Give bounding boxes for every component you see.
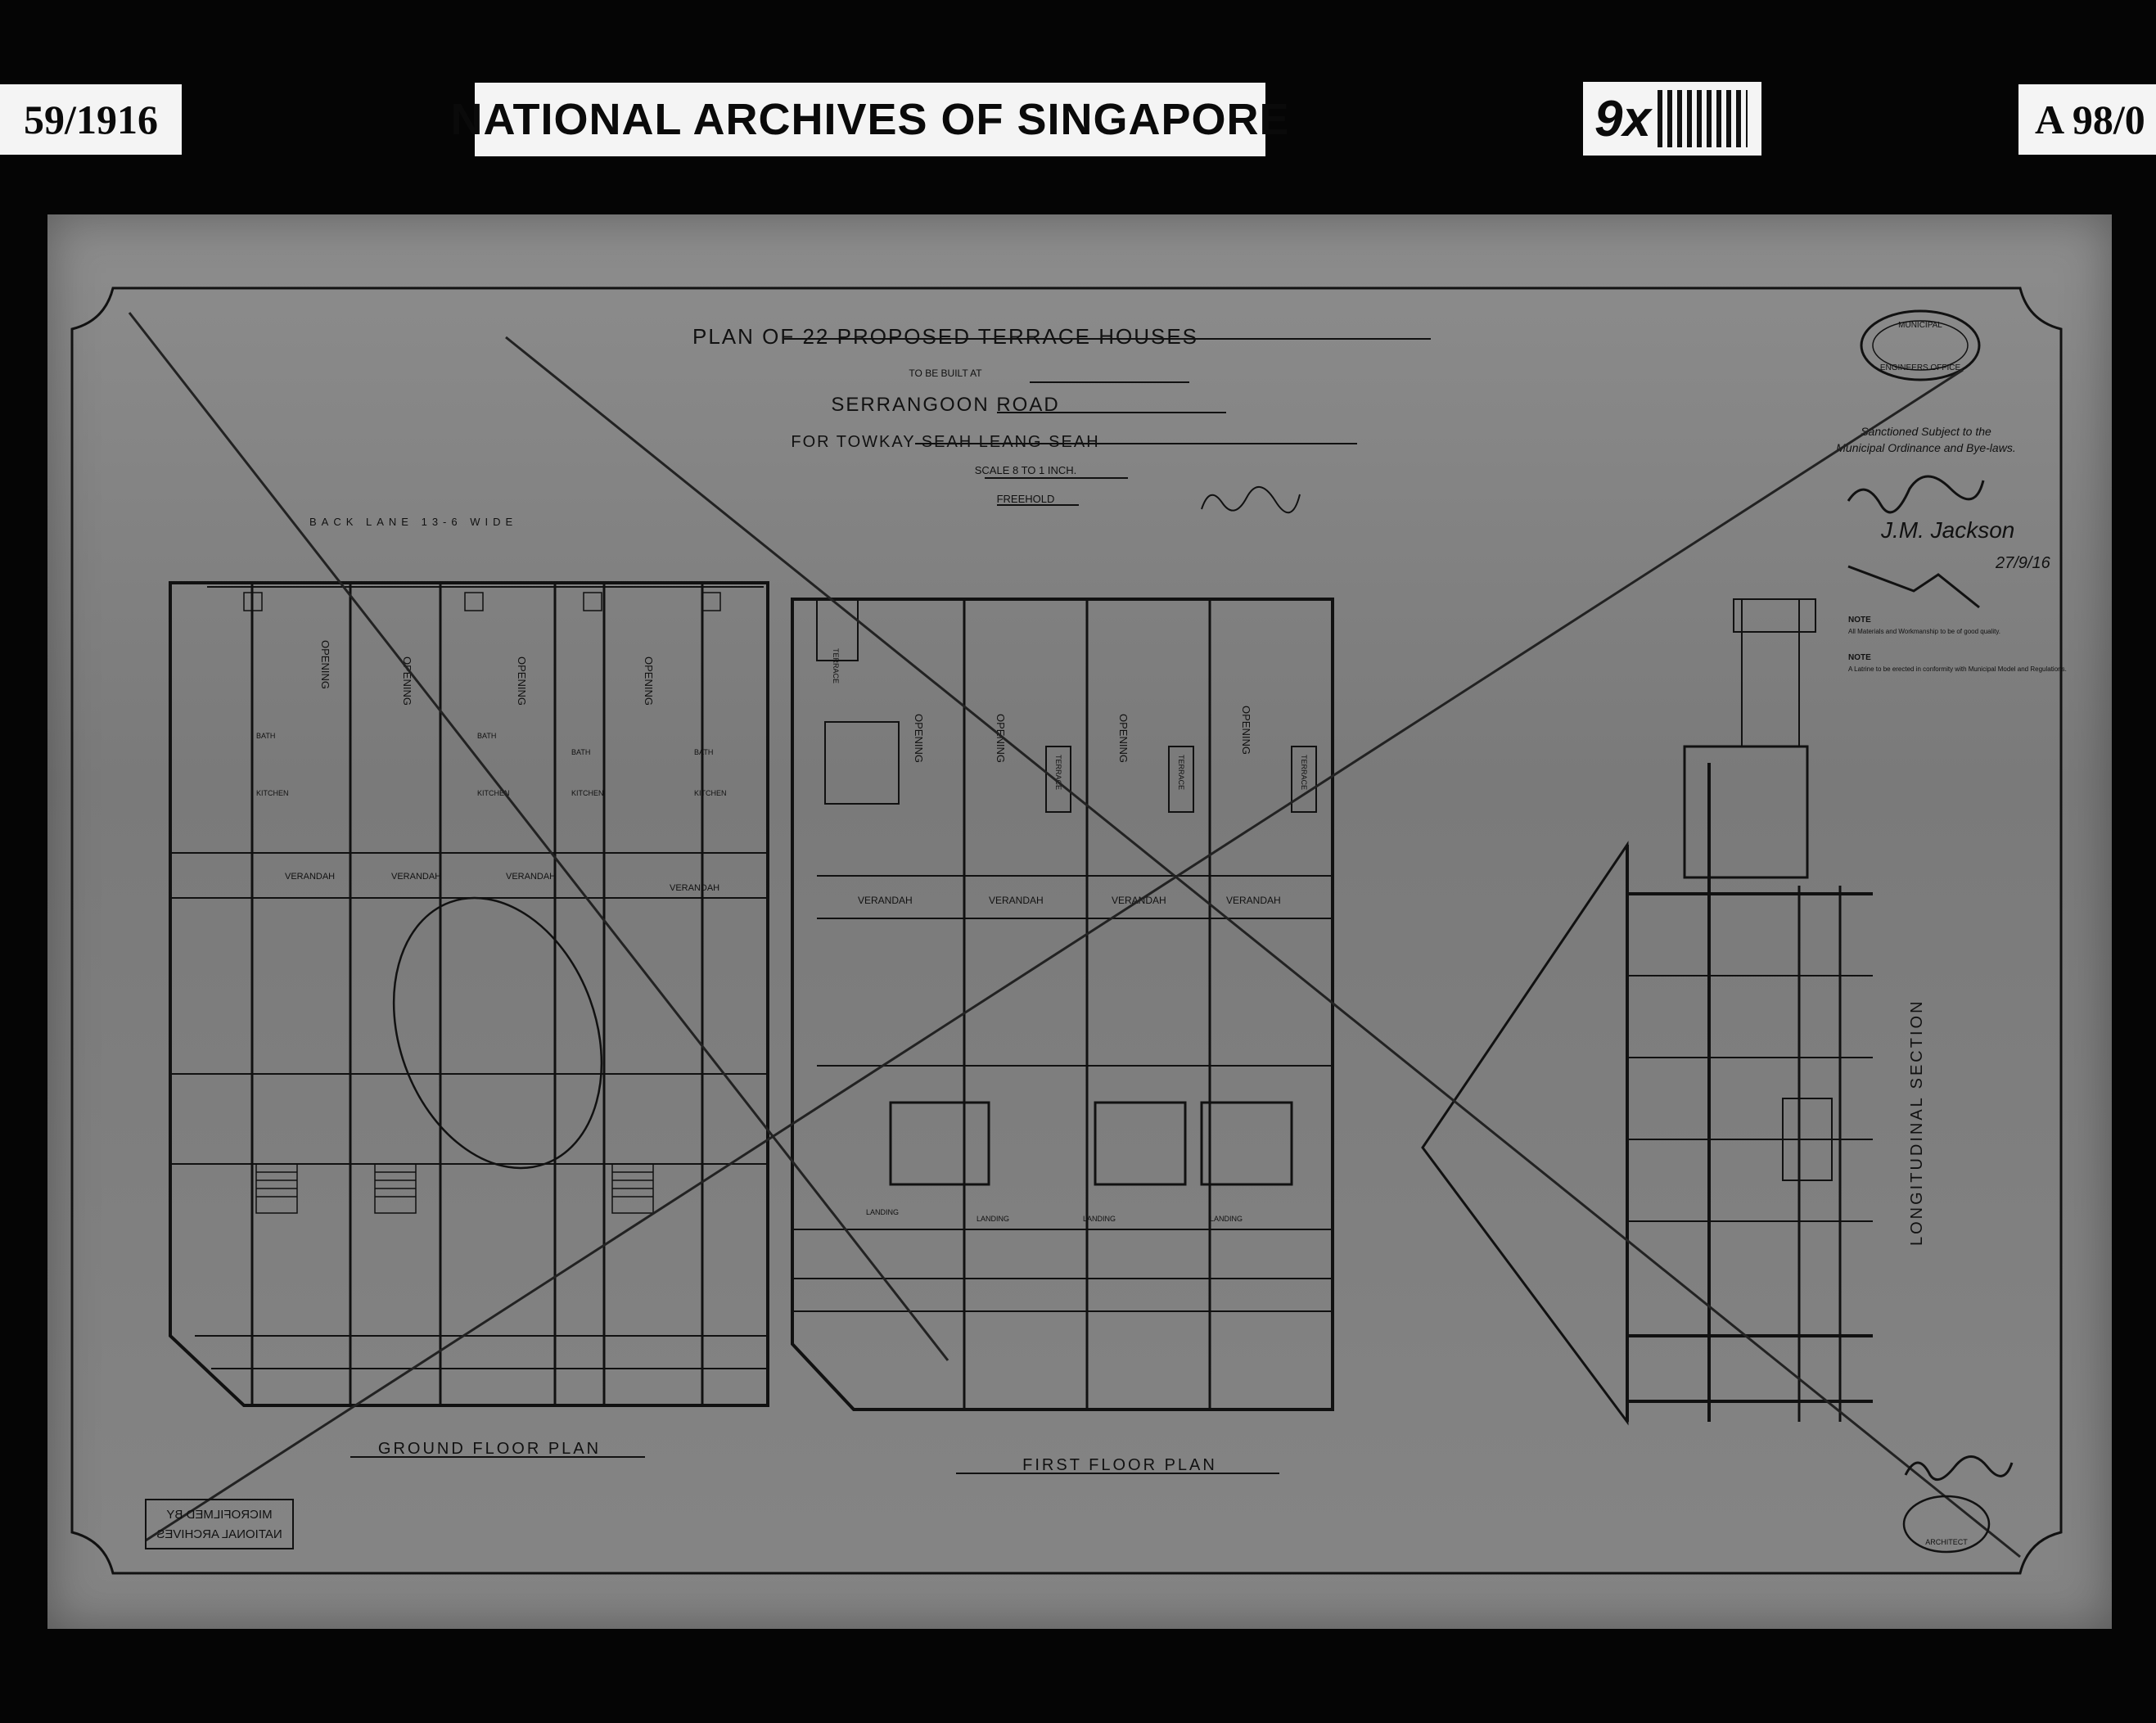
note-2-text: A Latrine to be erected in conformity wi… — [1848, 665, 2067, 673]
approval-date: 27/9/16 — [1995, 554, 2051, 572]
architectural-drawing: PLAN OF 22 PROPOSED TERRACE HOUSES TO BE… — [70, 286, 2067, 1575]
microfilm-line-2: NATIONAL ARCHIVES — [156, 1527, 282, 1541]
first-floor-plan — [791, 598, 1334, 1411]
ground-floor-label: GROUND FLOOR PLAN — [378, 1440, 601, 1458]
longitudinal-section — [1421, 598, 1873, 1426]
reduction-ratio-label: 9x — [1583, 82, 1761, 156]
ff-terrace-2: TERRACE — [1054, 755, 1062, 790]
ordinance-text: Municipal Ordinance and Bye-laws. — [1836, 441, 2015, 454]
gf-verandah-4: VERANDAH — [670, 883, 719, 893]
gf-opening-3: OPENING — [516, 656, 528, 706]
municipal-seal — [1860, 309, 1981, 381]
architect-seal-text: ARCHITECT — [1925, 1538, 1968, 1546]
gf-verandah-1: VERANDAH — [285, 872, 335, 882]
municipal-seal-bottom: ENGINEERS OFFICE — [1880, 363, 1961, 372]
ff-opening-1: OPENING — [913, 714, 925, 763]
gf-verandah-3: VERANDAH — [506, 872, 556, 882]
sanctioned-text: Sanctioned Subject to the — [1861, 425, 1991, 438]
ff-landing-3: LANDING — [1083, 1215, 1116, 1223]
microfilm-line-1: MICROFILMED BY — [166, 1508, 272, 1522]
gf-bath-1: BATH — [256, 732, 275, 740]
tenure-label: FREEHOLD — [997, 493, 1055, 505]
ff-verandah-1: VERANDAH — [858, 895, 913, 906]
section-label: LONGITUDINAL SECTION — [1908, 999, 1926, 1246]
note-1-text: All Materials and Workmanship to be of g… — [1848, 628, 2000, 635]
gf-opening-4: OPENING — [643, 656, 655, 706]
archive-title: NATIONAL ARCHIVES OF SINGAPORE — [450, 83, 1289, 156]
architect-signature — [1904, 1455, 2014, 1482]
gf-bath-3: BATH — [571, 748, 590, 756]
note-1-heading: NOTE — [1848, 616, 1871, 625]
gf-kitchen-1: KITCHEN — [256, 789, 289, 797]
note-2-heading: NOTE — [1848, 653, 1871, 662]
owner-label: FOR TOWKAY SEAH LEANG SEAH — [791, 433, 1099, 451]
ff-landing-2: LANDING — [977, 1215, 1009, 1223]
ff-terrace-1: TERRACE — [832, 648, 840, 683]
gf-opening-1: OPENING — [319, 640, 332, 689]
gf-bath-4: BATH — [694, 748, 713, 756]
ff-opening-2: OPENING — [995, 714, 1007, 763]
approval-signature — [1847, 475, 1985, 514]
ground-floor-plan — [169, 581, 769, 1407]
architect-stamp: ARCHITECT — [1902, 1455, 2014, 1554]
pencil-cross-lines — [128, 312, 2021, 1558]
reduction-ratio: 9x — [1594, 90, 1651, 147]
gf-verandah-2: VERANDAH — [391, 872, 441, 882]
ff-verandah-4: VERANDAH — [1226, 895, 1281, 906]
to-be-built-label: TO BE BUILT AT — [909, 368, 982, 379]
first-floor-label: FIRST FLOOR PLAN — [1022, 1456, 1217, 1474]
microfilm-stamp: MICROFILMED BY NATIONAL ARCHIVES — [145, 1499, 294, 1549]
architect-seal — [1902, 1495, 1991, 1554]
reference-number-left: 59/1916 — [0, 84, 182, 155]
approval-scrawl — [1847, 565, 1980, 609]
municipal-seal-top: MUNICIPAL — [1898, 321, 1942, 330]
municipal-stamp: MUNICIPAL ENGINEERS OFFICE Sanctioned Su… — [1836, 309, 2067, 673]
gf-kitchen-3: KITCHEN — [571, 789, 604, 797]
gf-kitchen-4: KITCHEN — [694, 789, 727, 797]
title-block: PLAN OF 22 PROPOSED TERRACE HOUSES TO BE… — [692, 324, 1431, 513]
ff-verandah-2: VERANDAH — [989, 895, 1044, 906]
ff-opening-4: OPENING — [1240, 706, 1252, 755]
ff-landing-4: LANDING — [1210, 1215, 1243, 1223]
drawing-title: PLAN OF 22 PROPOSED TERRACE HOUSES — [692, 324, 1198, 349]
resolution-chart-icon — [1657, 90, 1748, 147]
ff-opening-3: OPENING — [1117, 714, 1130, 763]
ff-terrace-4: TERRACE — [1300, 755, 1308, 790]
back-lane-label: BACK LANE 13-6 WIDE — [309, 516, 517, 528]
scale-label: SCALE 8 TO 1 INCH. — [975, 464, 1077, 476]
drawing-sheet: PLAN OF 22 PROPOSED TERRACE HOUSES TO BE… — [47, 214, 2112, 1629]
ff-landing-1: LANDING — [866, 1208, 899, 1216]
gf-kitchen-2: KITCHEN — [477, 789, 510, 797]
sheet-border — [70, 286, 2063, 1575]
owner-signature — [1201, 486, 1301, 513]
ff-terrace-3: TERRACE — [1177, 755, 1185, 790]
approval-signature-text: J.M. Jackson — [1880, 517, 2014, 543]
reference-number-right: A 98/0 — [2018, 84, 2156, 155]
gf-bath-2: BATH — [477, 732, 496, 740]
gf-opening-2: OPENING — [401, 656, 413, 706]
